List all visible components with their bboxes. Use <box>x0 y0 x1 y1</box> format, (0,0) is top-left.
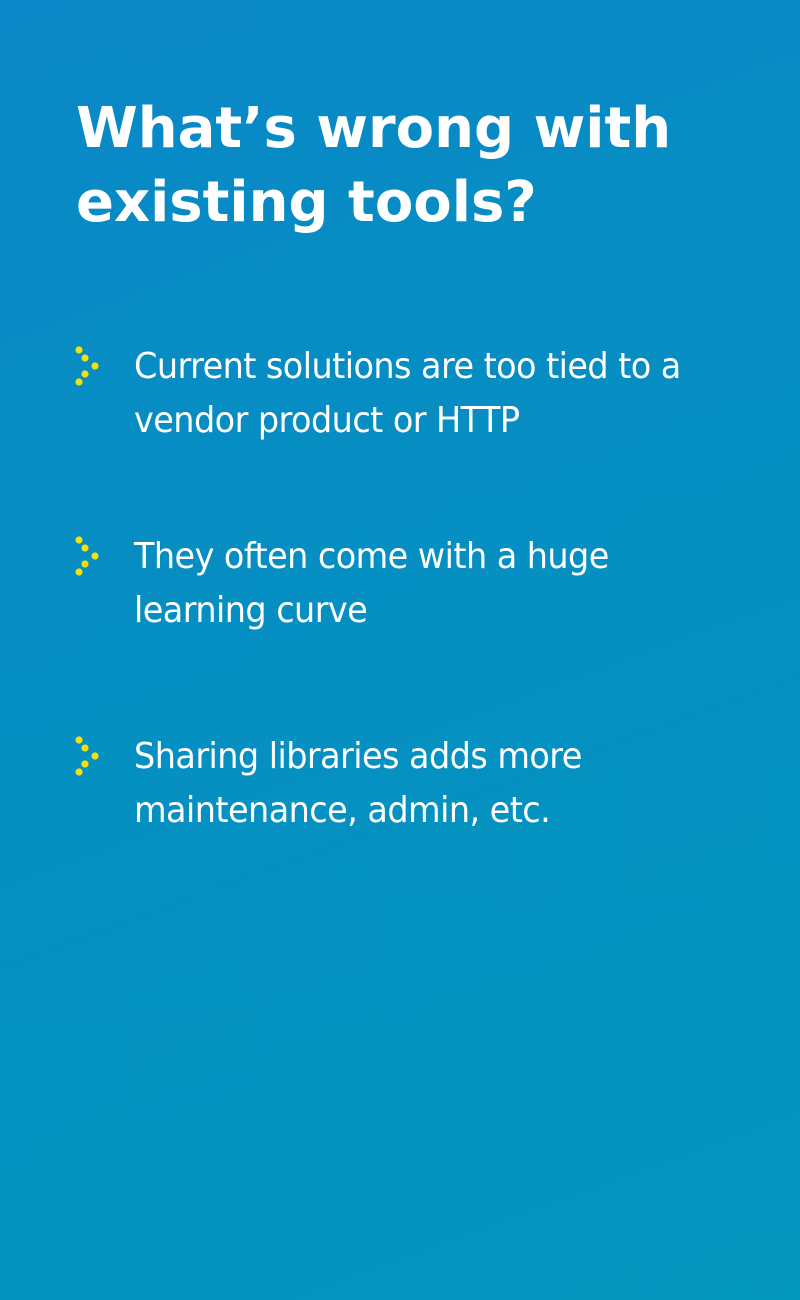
bullet-list: Current solutions are too tied to a vend… <box>74 340 714 838</box>
bullet-text: Current solutions are too tied to a vend… <box>134 346 681 441</box>
dotted-chevron-icon <box>75 536 99 576</box>
slide-title: What’s wrong with existing tools? <box>76 96 672 235</box>
bullet-item: They often come with a huge learning cur… <box>74 530 714 638</box>
bullet-text: Sharing libraries adds more maintenance,… <box>134 736 582 831</box>
bullet-item: Sharing libraries adds more maintenance,… <box>74 730 714 838</box>
dotted-chevron-icon <box>75 736 99 776</box>
bullet-text: They often come with a huge learning cur… <box>134 536 609 631</box>
bullet-item: Current solutions are too tied to a vend… <box>74 340 714 448</box>
dotted-chevron-icon <box>75 346 99 386</box>
